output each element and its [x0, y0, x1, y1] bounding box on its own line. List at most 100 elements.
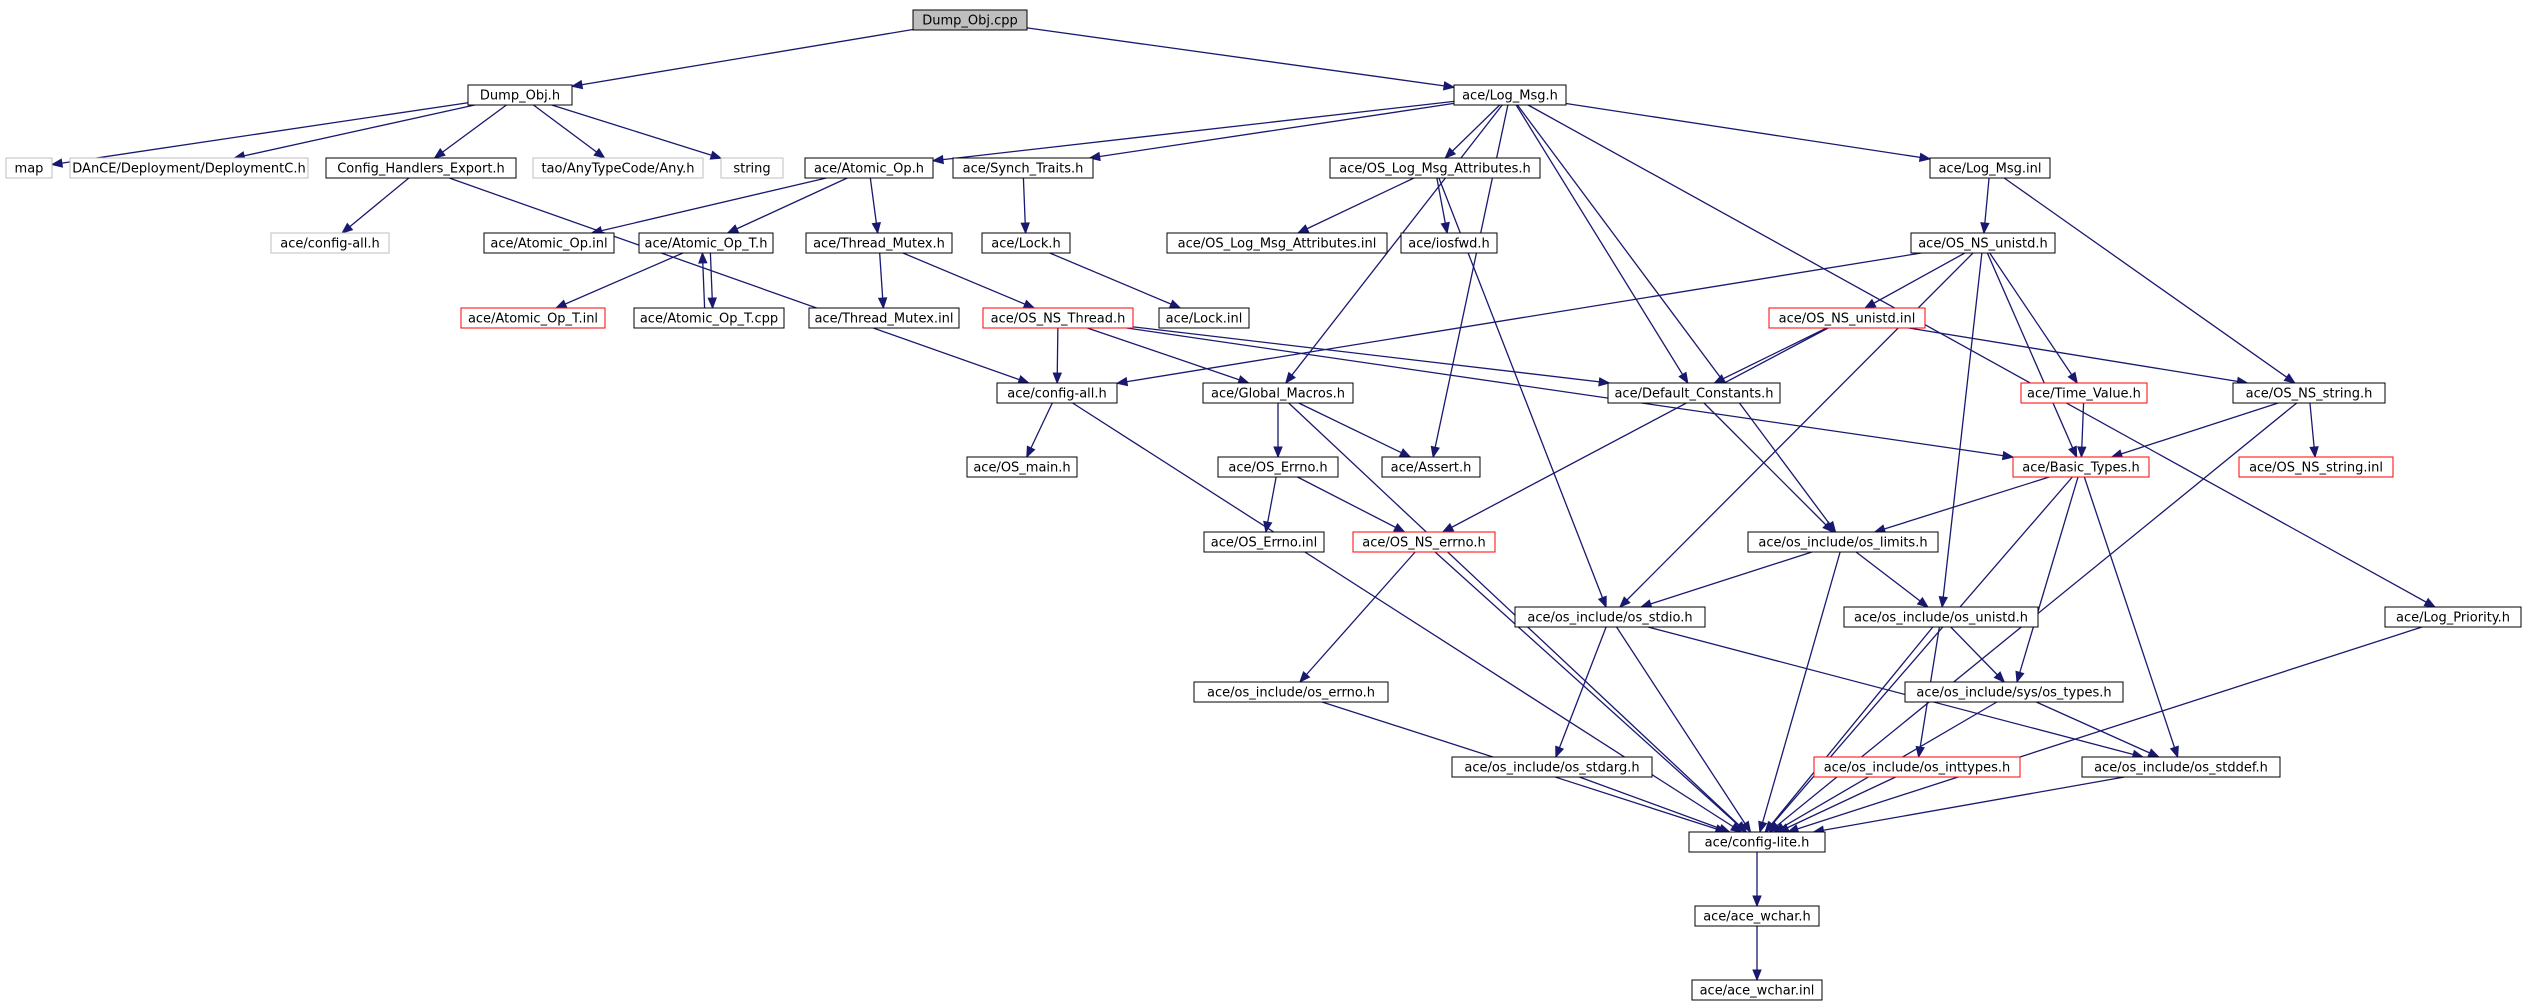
node-ace_os_include_sys_os_types_h[interactable]: ace/os_include/sys/os_types.h — [1904, 681, 2124, 703]
arrowhead-ace_log_msg_h-to-ace_atomic_op_h — [931, 154, 944, 165]
node-ace_synch_traits_h[interactable]: ace/Synch_Traits.h — [952, 157, 1094, 179]
node-ace_os_ns_unistd_inl[interactable]: ace/OS_NS_unistd.inl — [1768, 307, 1926, 329]
node-ace_os_include_os_stdio_h[interactable]: ace/os_include/os_stdio.h — [1514, 606, 1706, 628]
arrowhead-ace_os_ns_thread_h-to-ace_basic_types_h — [2001, 450, 2015, 461]
node-ace_os_ns_string_h[interactable]: ace/OS_NS_string.h — [2232, 382, 2386, 404]
arrowhead-ace_os_ns_string_h-to-ace_os_ns_string_inl — [2309, 446, 2319, 459]
node-label: map — [15, 162, 44, 177]
node-label: ace/Atomic_Op_T.h — [645, 237, 768, 252]
node-ace_thread_mutex_h[interactable]: ace/Thread_Mutex.h — [805, 232, 953, 254]
node-config_handlers_export_h[interactable]: Config_Handlers_Export.h — [325, 157, 517, 179]
arrowhead-ace_os_log_msg_attributes_h-to-ace_os_log_msg_attributes_inl — [1296, 224, 1310, 234]
edge-dump_obj_cpp-to-ace_log_msg_h — [1026, 27, 1455, 88]
arrowhead-ace_os_log_msg_attributes_h-to-ace_os_include_os_stdio_h — [1597, 595, 1607, 609]
edge-ace_os_include_os_unistd_h-to-ace_os_include_sys_os_types_h — [1950, 626, 2005, 683]
node-ace_os_include_os_stdarg_h[interactable]: ace/os_include/os_stdarg.h — [1451, 756, 1653, 778]
node-ace_config_lite_h[interactable]: ace/config-lite.h — [1688, 831, 1826, 853]
node-ace_os_main_h[interactable]: ace/OS_main.h — [966, 456, 1078, 478]
node-ace_global_macros_h[interactable]: ace/Global_Macros.h — [1202, 382, 1354, 404]
node-ace_config_all_h_ext[interactable]: ace/config-all.h — [270, 232, 390, 254]
node-ace_lock_h[interactable]: ace/Lock.h — [981, 232, 1071, 254]
node-ace_atomic_op_t_inl[interactable]: ace/Atomic_Op_T.inl — [460, 307, 606, 329]
node-label: ace/os_include/os_inttypes.h — [1824, 761, 2011, 776]
node-ace_os_include_os_limits_h[interactable]: ace/os_include/os_limits.h — [1747, 531, 1939, 553]
arrowhead-dump_obj_cpp-to-dump_obj_h — [570, 79, 584, 90]
node-box — [1381, 456, 1481, 478]
node-ace_ace_wchar_inl[interactable]: ace/ace_wchar.inl — [1691, 979, 1823, 1001]
node-string[interactable]: string — [720, 157, 784, 179]
node-ace_atomic_op_t_h[interactable]: ace/Atomic_Op_T.h — [638, 232, 774, 254]
arrowhead-config_handlers_export_h-to-ace_config_all_h — [1017, 375, 1031, 384]
arrowhead-ace_atomic_op_h-to-ace_atomic_op_t_h — [726, 224, 740, 234]
edge-ace_lock_h-to-ace_lock_inl — [1049, 252, 1181, 309]
arrowhead-ace_atomic_op_t_h-to-ace_atomic_op_t_cpp — [707, 297, 717, 310]
node-ace_os_include_os_errno_h[interactable]: ace/os_include/os_errno.h — [1193, 681, 1389, 703]
arrowhead-ace_os_ns_errno_h-to-ace_os_include_os_errno_h — [1298, 670, 1311, 684]
node-label: ace/Atomic_Op.h — [814, 162, 924, 177]
node-box — [1400, 232, 1498, 254]
node-ace_os_errno_inl[interactable]: ace/OS_Errno.inl — [1203, 531, 1325, 553]
arrowhead-ace_config_lite_h-to-ace_ace_wchar_h — [1752, 895, 1762, 908]
edge-ace_os_include_sys_os_types_h-to-ace_os_include_os_stddef_h — [2036, 701, 2159, 758]
node-ace_time_value_h[interactable]: ace/Time_Value.h — [2020, 382, 2148, 404]
node-box — [1904, 681, 2124, 703]
node-box — [1352, 531, 1496, 553]
arrowhead-ace_os_errno_h-to-ace_os_errno_inl — [1263, 520, 1273, 534]
node-ace_iosfwd_h[interactable]: ace/iosfwd.h — [1400, 232, 1498, 254]
node-box — [2081, 756, 2281, 778]
node-dance_deploymentc_h[interactable]: DAnCE/Deployment/DeploymentC.h — [69, 157, 309, 179]
node-label: ace/Basic_Types.h — [2022, 461, 2139, 476]
node-ace_os_ns_thread_h[interactable]: ace/OS_NS_Thread.h — [982, 307, 1134, 329]
node-ace_log_priority_h[interactable]: ace/Log_Priority.h — [2384, 606, 2522, 628]
node-ace_default_constants_h[interactable]: ace/Default_Constants.h — [1607, 382, 1781, 404]
node-ace_os_ns_unistd_h[interactable]: ace/OS_NS_unistd.h — [1910, 232, 2056, 254]
node-ace_lock_inl[interactable]: ace/Lock.inl — [1158, 307, 1250, 329]
arrowhead-ace_os_include_os_limits_h-to-ace_os_include_os_unistd_h — [1916, 596, 1930, 608]
node-box — [804, 157, 934, 179]
edge-config_handlers_export_h-to-ace_config_all_h — [449, 177, 1029, 384]
arrowhead-ace_os_ns_unistd_h-to-ace_time_value_h — [2067, 371, 2079, 385]
node-ace_config_all_h[interactable]: ace/config-all.h — [996, 382, 1118, 404]
node-box — [2012, 456, 2150, 478]
node-label: ace/Atomic_Op_T.inl — [468, 312, 598, 327]
node-ace_os_include_os_stddef_h[interactable]: ace/os_include/os_stddef.h — [2081, 756, 2281, 778]
node-ace_assert_h[interactable]: ace/Assert.h — [1381, 456, 1481, 478]
node-dump_obj_h[interactable]: Dump_Obj.h — [467, 84, 573, 106]
node-ace_os_ns_errno_h[interactable]: ace/OS_NS_errno.h — [1352, 531, 1496, 553]
arrowhead-ace_basic_types_h-to-ace_os_include_os_stddef_h — [2169, 745, 2179, 759]
edge-ace_basic_types_h-to-ace_os_include_os_stddef_h — [2083, 476, 2179, 758]
arrowhead-ace_os_errno_h-to-ace_os_ns_errno_h — [1393, 522, 1406, 533]
edge-ace_os_ns_errno_h-to-ace_os_include_os_errno_h — [1299, 551, 1416, 683]
node-label: ace/OS_Errno.h — [1228, 461, 1327, 476]
node-ace_log_msg_inl[interactable]: ace/Log_Msg.inl — [1929, 157, 2051, 179]
node-ace_atomic_op_inl[interactable]: ace/Atomic_Op.inl — [483, 232, 615, 254]
node-ace_os_include_os_inttypes_h[interactable]: ace/os_include/os_inttypes.h — [1813, 756, 2021, 778]
node-box — [1514, 606, 1706, 628]
edge-ace_os_ns_thread_h-to-ace_default_constants_h — [1132, 326, 1610, 384]
node-ace_log_msg_h[interactable]: ace/Log_Msg.h — [1453, 84, 1567, 106]
node-map[interactable]: map — [5, 157, 53, 179]
node-dump_obj_cpp[interactable]: Dump_Obj.cpp — [912, 9, 1028, 31]
node-ace_thread_mutex_inl[interactable]: ace/Thread_Mutex.inl — [808, 307, 960, 329]
node-ace_os_errno_h[interactable]: ace/OS_Errno.h — [1217, 456, 1339, 478]
node-box — [1329, 157, 1541, 179]
node-label: ace/os_include/os_limits.h — [1758, 536, 1927, 551]
edge-ace_atomic_op_h-to-ace_atomic_op_inl — [591, 177, 827, 234]
node-tao_anytypecode_any_h[interactable]: tao/AnyTypeCode/Any.h — [532, 157, 704, 179]
node-ace_os_ns_string_inl[interactable]: ace/OS_NS_string.inl — [2238, 456, 2394, 478]
node-ace_os_log_msg_attributes_inl[interactable]: ace/OS_Log_Msg_Attributes.inl — [1166, 232, 1388, 254]
node-ace_basic_types_h[interactable]: ace/Basic_Types.h — [2012, 456, 2150, 478]
node-ace_os_include_os_unistd_h[interactable]: ace/os_include/os_unistd.h — [1843, 606, 2039, 628]
node-box — [2232, 382, 2386, 404]
node-ace_ace_wchar_h[interactable]: ace/ace_wchar.h — [1694, 905, 1820, 927]
node-box — [1453, 84, 1567, 106]
arrowhead-dump_obj_h-to-tao_anytypecode_any_h — [593, 147, 606, 159]
edge-ace_os_ns_errno_h-to-ace_config_lite_h — [1434, 551, 1747, 833]
node-ace_atomic_op_t_cpp[interactable]: ace/Atomic_Op_T.cpp — [633, 307, 785, 329]
node-box — [2238, 456, 2394, 478]
node-box — [1217, 456, 1339, 478]
node-ace_atomic_op_h[interactable]: ace/Atomic_Op.h — [804, 157, 934, 179]
node-ace_os_log_msg_attributes_h[interactable]: ace/OS_Log_Msg_Attributes.h — [1329, 157, 1541, 179]
edge-ace_os_ns_unistd_h-to-ace_basic_types_h — [1986, 252, 2078, 458]
